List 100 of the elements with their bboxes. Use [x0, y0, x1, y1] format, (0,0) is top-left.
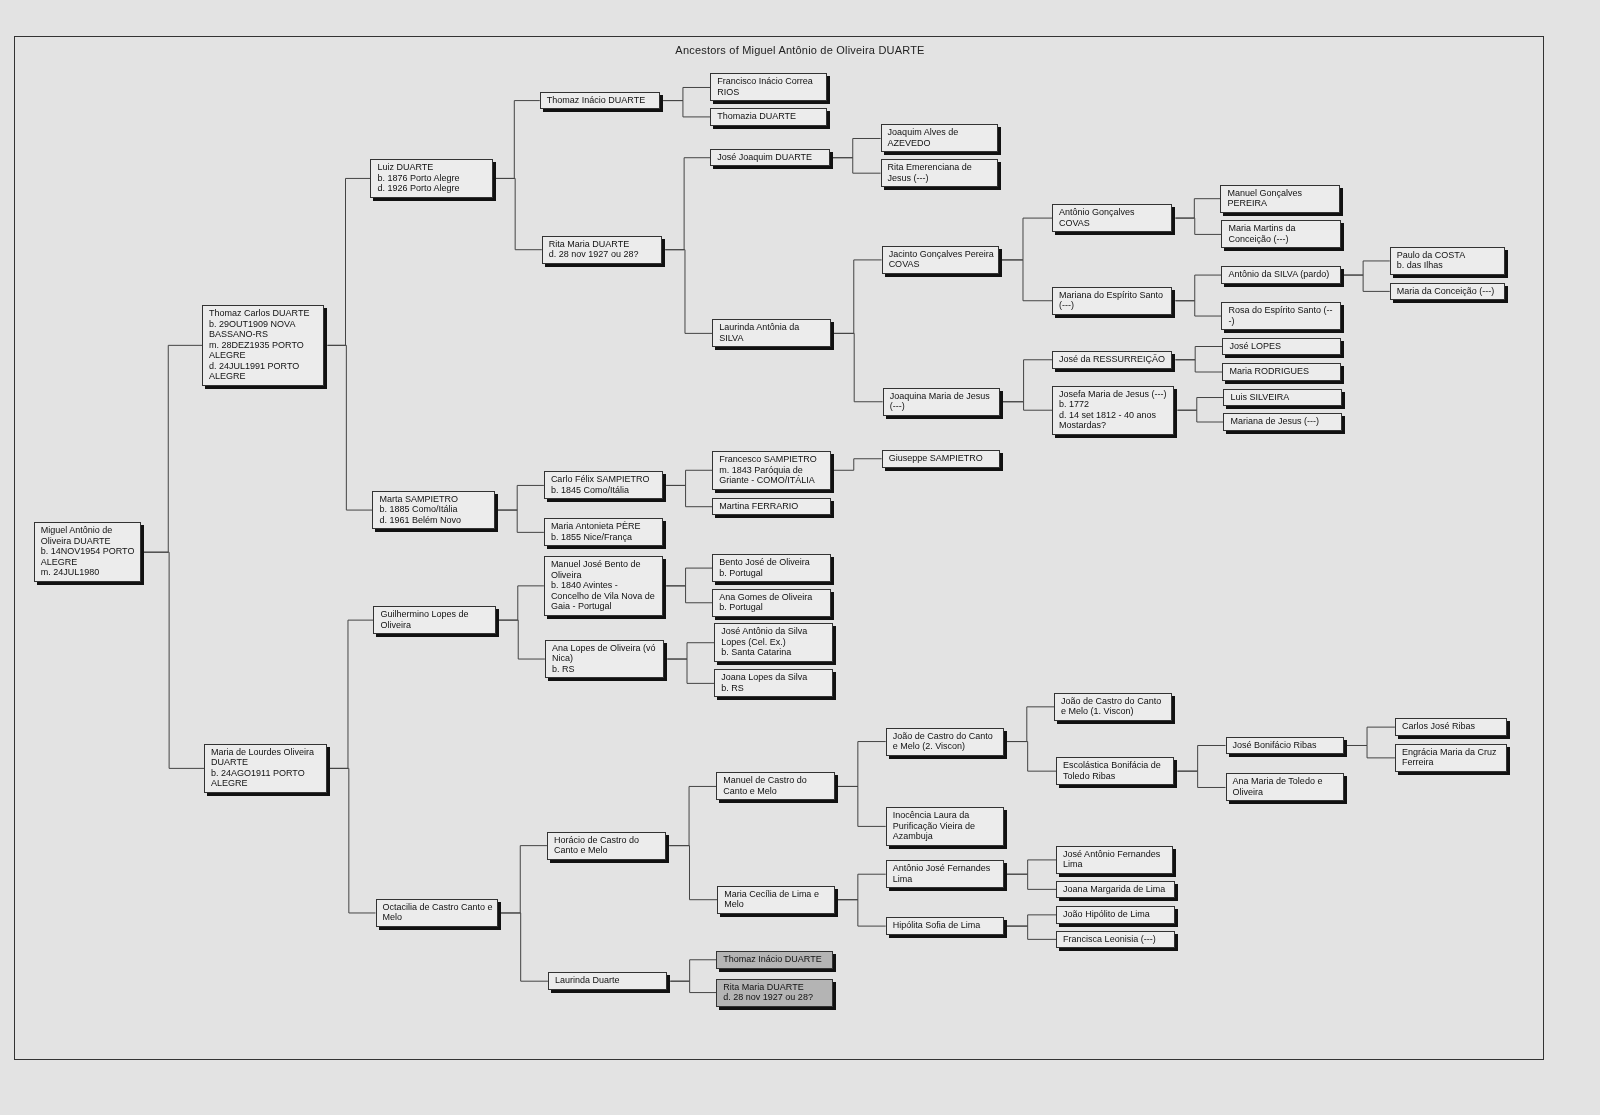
person-name: Carlos José Ribas [1401, 721, 1476, 732]
person-box [882, 387, 1000, 416]
life-event: b. 1845 Como/Itália [550, 484, 630, 496]
connector-line [497, 509, 545, 533]
person-name: Joana Lopes da Silva [721, 672, 809, 683]
life-event: b. 1855 Nice/França [550, 531, 633, 543]
connector-line [833, 458, 883, 471]
person-box [712, 554, 831, 583]
life-event: b. 1885 Como/Itália [379, 504, 459, 515]
person-box [541, 235, 663, 264]
person-box [372, 490, 495, 530]
person-name: Francisco Inácio Correa RIOS [717, 76, 814, 98]
connector-line [1174, 359, 1223, 373]
person-box [1222, 337, 1341, 356]
person-box [1052, 351, 1173, 369]
person-box [1394, 743, 1508, 772]
life-event: b. Portugal [719, 602, 764, 613]
connector-line [500, 912, 549, 982]
person-name: Antônio José Fernandes Lima [892, 863, 992, 885]
connector-line [143, 551, 205, 769]
person-box [714, 623, 833, 662]
person-name: Engrácia Maria da Cruz Ferreira [1401, 746, 1498, 768]
life-event: d. 1961 Belém Novo [379, 514, 462, 526]
person-name: Horácio de Castro do Canto e Melo [553, 834, 640, 856]
person-name: Mariana do Espírito Santo (---) [1059, 289, 1165, 311]
person-box [885, 807, 1005, 846]
person-name: Mariana de Jesus (---) [1230, 416, 1320, 427]
life-event: m. 1843 Paróquia de Griante - COMO/ITÁLIA [719, 464, 816, 486]
person-name: Rita Emerenciana de Jesus (---) [887, 162, 973, 184]
person-name: José Bonifácio Ribas [1232, 739, 1318, 751]
life-event: b. RS [551, 663, 576, 675]
person-box [710, 108, 827, 126]
life-event: b. das Ilhas [1396, 260, 1444, 271]
person-name: Rita Maria DUARTE [548, 238, 631, 250]
person-box [543, 518, 664, 547]
connector-line [837, 785, 887, 827]
person-name: Carlo Félix SAMPIETRO [550, 474, 651, 485]
person-name: Hipólita Sofia de Lima [892, 920, 982, 931]
person-name: Maria Martins da Conceição (---) [1228, 223, 1297, 245]
person-box [370, 159, 493, 198]
connector-line [666, 658, 715, 684]
person-box [712, 319, 831, 348]
connector-line [1006, 873, 1057, 890]
person-box [1394, 718, 1508, 736]
person-name: Maria Cecília de Lima e Melo [724, 888, 820, 910]
person-box [204, 743, 327, 793]
person-box [1056, 880, 1176, 899]
person-name: Ana Gomes de Oliveira [719, 591, 814, 603]
person-box [714, 669, 833, 698]
person-box [885, 727, 1005, 756]
person-name: Antônio Gonçalves COVAS [1059, 207, 1136, 229]
person-box [717, 885, 835, 914]
connector-line [1174, 217, 1222, 235]
connector-line [668, 845, 718, 901]
person-name: Escolástica Bonifácia de Toledo Ribas [1063, 760, 1162, 782]
person-name: Luiz DUARTE [377, 162, 435, 173]
person-box [544, 639, 665, 679]
connector-line [1001, 259, 1053, 302]
connector-line [1002, 401, 1053, 411]
connector-line [662, 100, 711, 118]
person-box [881, 245, 999, 274]
person-box [716, 978, 833, 1007]
person-box [373, 606, 496, 635]
person-box [1223, 388, 1342, 407]
person-name: Josefa Maria de Jesus (---) [1059, 388, 1168, 400]
person-name: Giuseppe SAMPIETRO [888, 453, 984, 464]
person-box [543, 471, 664, 500]
connector-line [1346, 745, 1396, 759]
person-box [33, 522, 141, 582]
person-name: Joaquim Alves de AZEVEDO [887, 127, 960, 149]
connector-line [664, 249, 713, 334]
person-name: Octacilia de Castro Canto e Melo [382, 901, 493, 923]
life-event: b. 1876 Porto Alegre [377, 172, 461, 184]
life-event: d. 1926 Porto Alegre [377, 183, 461, 194]
connector-line [1006, 741, 1057, 772]
life-event: d. 24JUL1991 PORTO ALEGRE [209, 360, 301, 382]
person-box [1056, 757, 1175, 786]
life-event: b. Portugal [719, 567, 764, 579]
person-box [1221, 266, 1341, 284]
person-box [885, 860, 1005, 889]
connector-line [669, 980, 717, 994]
person-name: José Antônio Fernandes Lima [1063, 848, 1162, 870]
person-name: Martina FERRARIO [719, 500, 800, 512]
connector-line [498, 619, 546, 660]
life-event: d. 28 nov 1927 ou 28? [548, 249, 640, 260]
person-name: João de Castro do Canto e Melo (2. Viscon) [892, 730, 994, 752]
person-box [1056, 930, 1176, 949]
person-name: José da RESSURREIÇÃO [1059, 354, 1167, 365]
person-box [880, 159, 998, 188]
life-event: d. 28 nov 1927 ou 28? [723, 992, 814, 1003]
person-name: Thomaz Inácio DUARTE [723, 954, 823, 965]
connector-line [495, 177, 543, 251]
person-box [710, 73, 827, 102]
person-box [543, 556, 664, 616]
connector-line [833, 332, 884, 403]
life-event: d. 14 set 1812 - 40 anos Mostardas? [1059, 409, 1158, 431]
life-event: b. RS [721, 682, 745, 694]
person-name: Jacinto Gonçalves Pereira COVAS [888, 248, 994, 270]
person-box [539, 91, 661, 110]
person-box [1222, 363, 1341, 381]
